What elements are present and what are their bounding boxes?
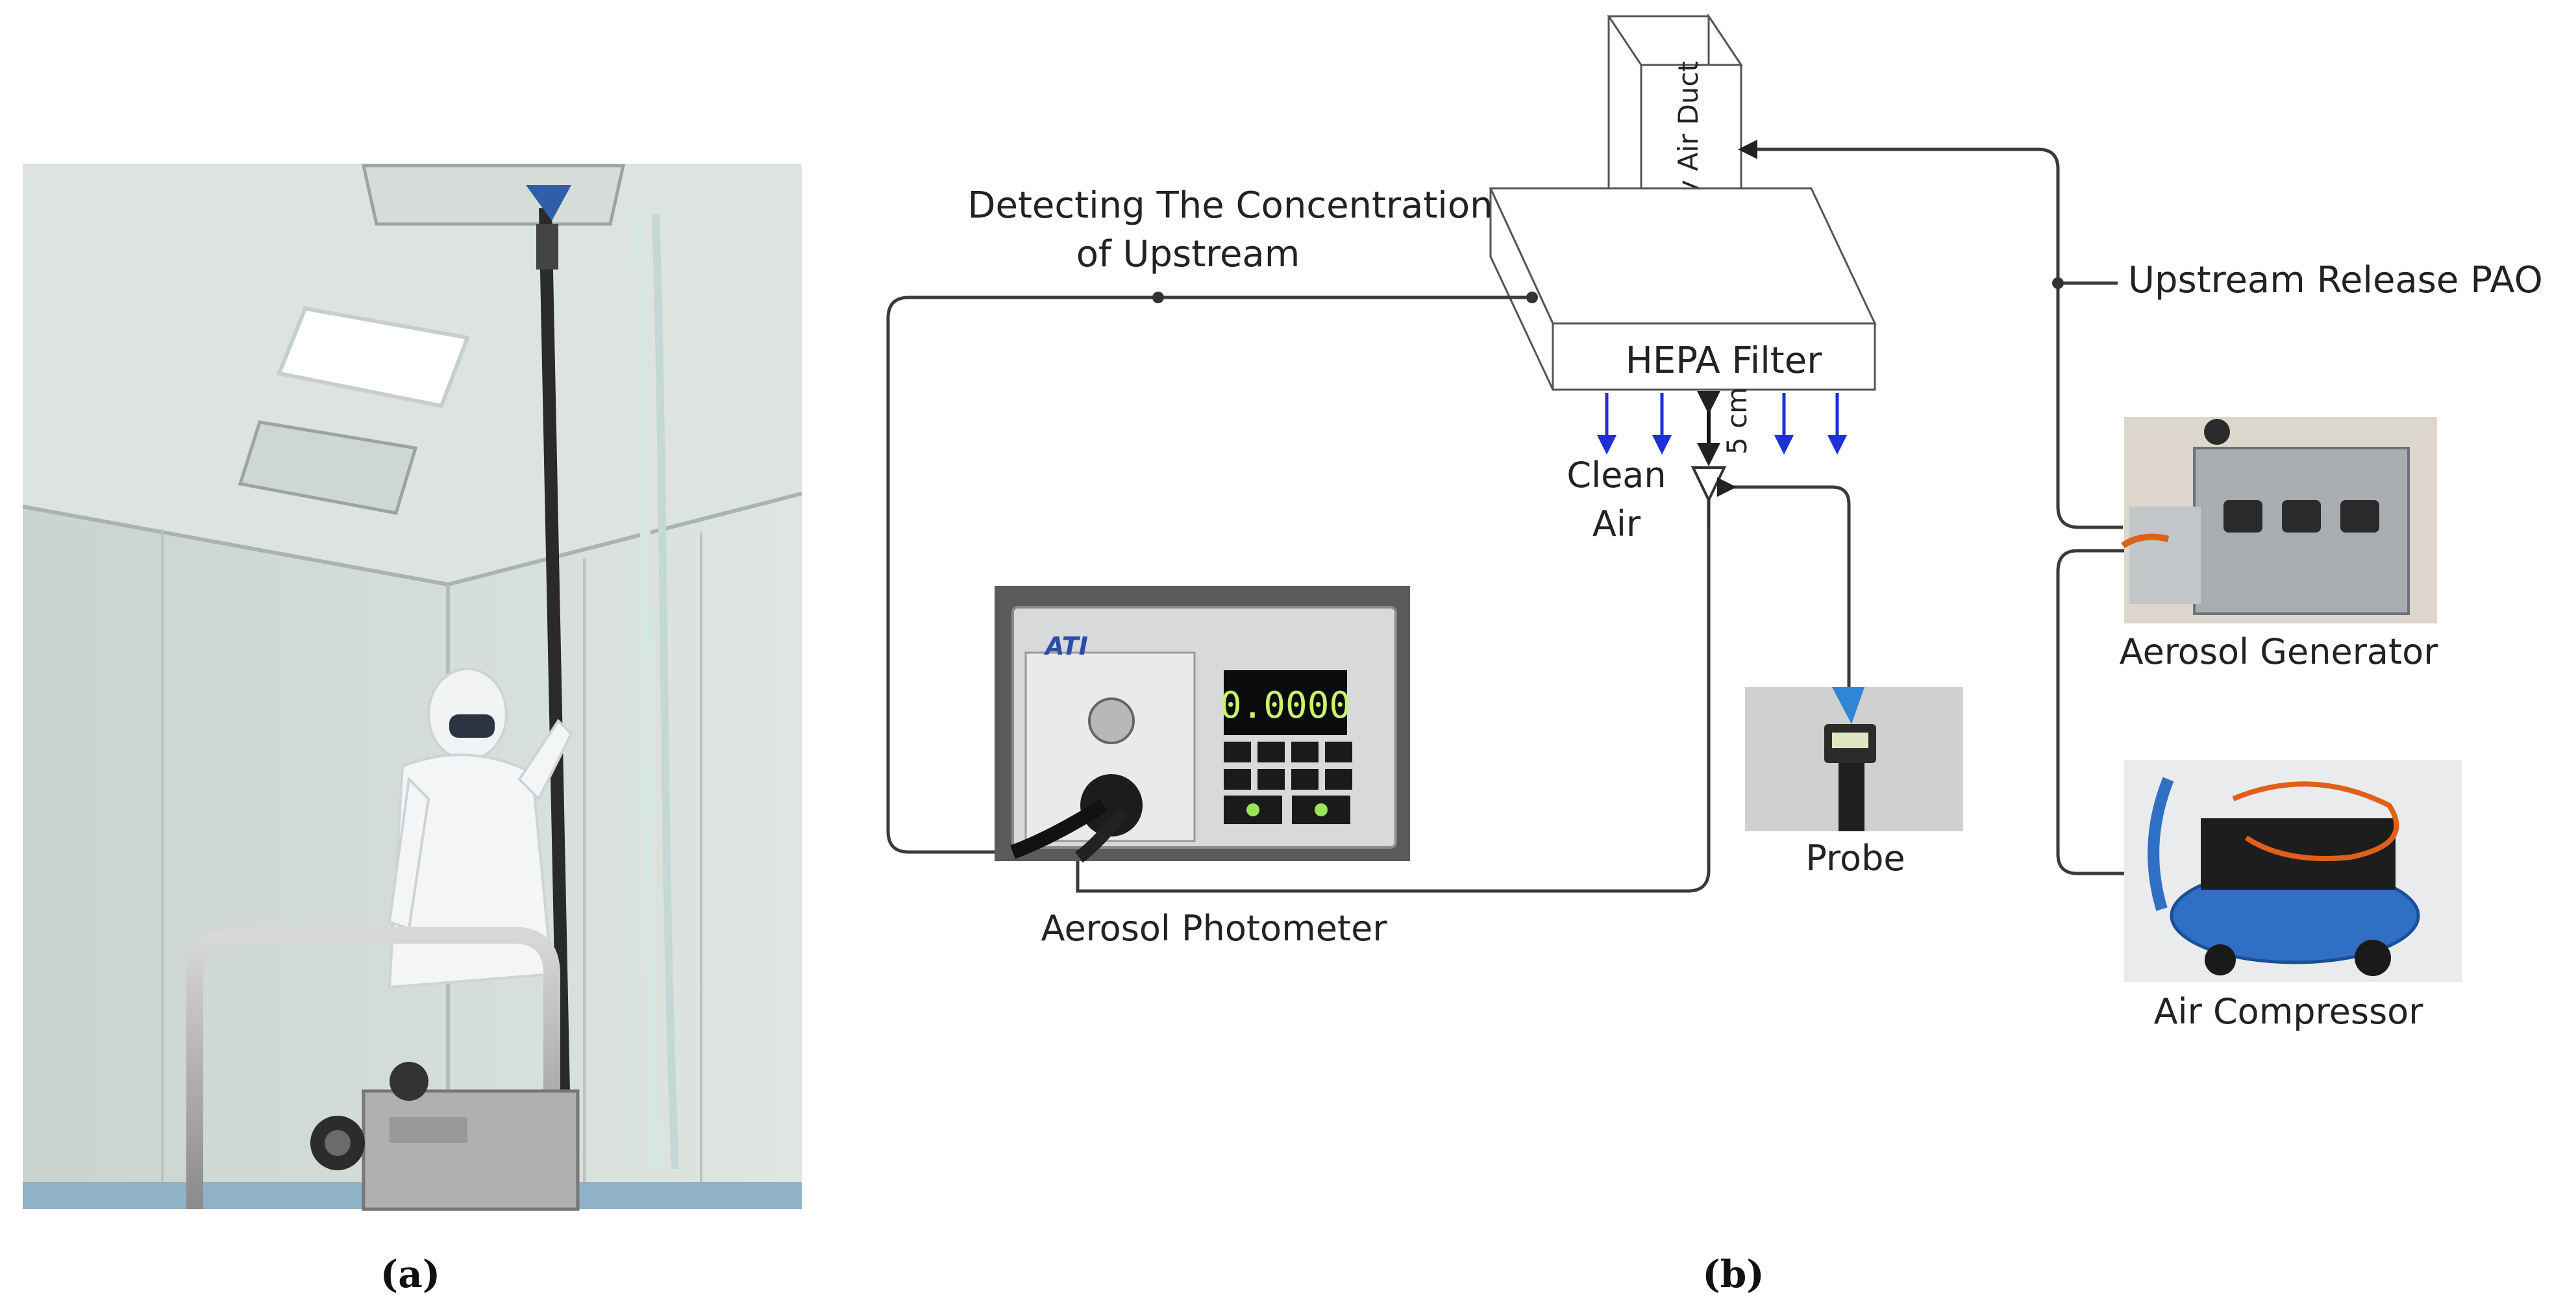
photometer-brand: ATI	[1043, 632, 1088, 660]
aerosol-photometer-photo: ATI 0.0000	[995, 586, 1410, 863]
panel-a-caption: (a)	[380, 1252, 440, 1296]
clean-label: Clean	[1567, 455, 1666, 496]
cleanroom-photo	[22, 164, 802, 1211]
distance-label: 5 cm	[1721, 387, 1753, 455]
panel-b-caption: (b)	[1702, 1252, 1764, 1296]
probe-pole	[539, 207, 571, 1157]
detecting-label-line1: Detecting The Concentration	[967, 184, 1492, 227]
probe-funnel-symbol	[1690, 466, 1727, 503]
detecting-label-line2: of Upstream	[1076, 233, 1300, 275]
distance-marker: 5 cm	[1697, 387, 1753, 466]
aerosol-generator-photo	[2121, 417, 2437, 623]
probe-label: Probe	[1805, 838, 1905, 879]
ceiling-vent	[238, 420, 418, 515]
hepa-filter: HEPA Filter	[1489, 187, 1877, 391]
clean-air-arrows	[1597, 393, 1847, 455]
air-compressor-label: Air Compressor	[2154, 991, 2423, 1032]
photometer-display: 0.0000	[1220, 684, 1351, 727]
ceiling-light	[276, 306, 471, 408]
ceiling-hepa-vent	[361, 164, 626, 226]
aerosol-generator-label: Aerosol Generator	[2120, 631, 2439, 672]
probe-funnel	[526, 185, 571, 221]
air-compressor-photo	[2124, 760, 2462, 982]
hepa-filter-label: HEPA Filter	[1626, 340, 1822, 382]
connector-lines	[886, 140, 2181, 893]
upstream-release-label: Upstream Release PAO	[2128, 259, 2543, 301]
probe-photo	[1745, 687, 1963, 831]
cart	[186, 927, 580, 1211]
air-label: Air	[1592, 503, 1641, 544]
aerosol-photometer-label: Aerosol Photometer	[1041, 908, 1387, 949]
